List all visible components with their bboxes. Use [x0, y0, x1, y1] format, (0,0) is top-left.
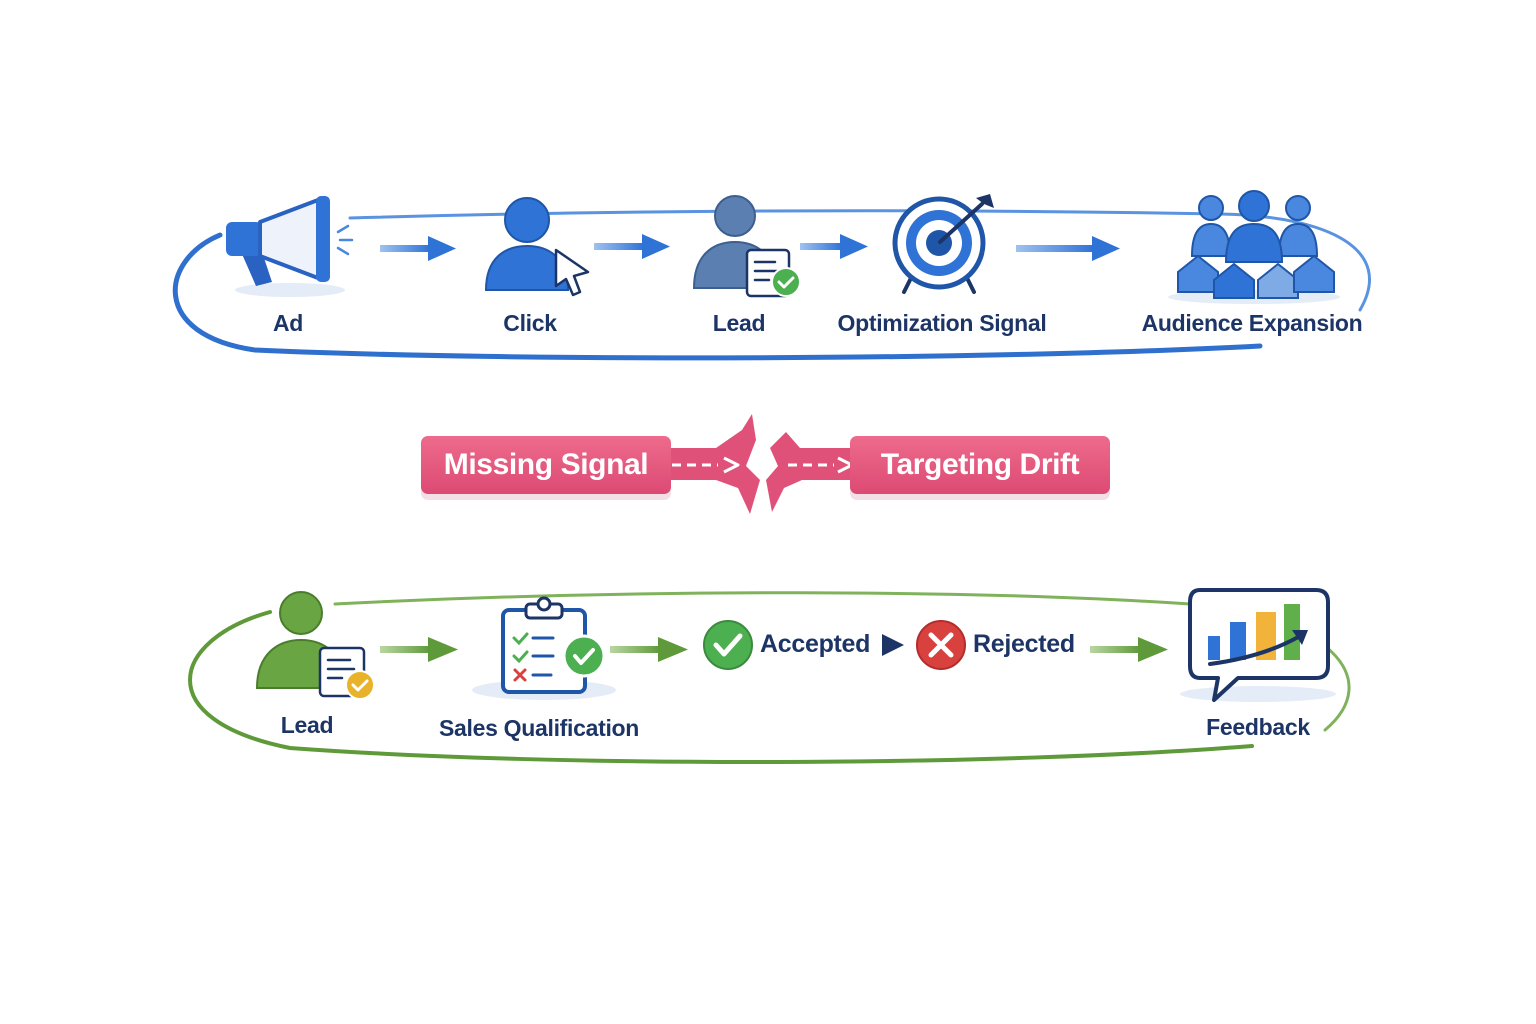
audience-group-icon: [1168, 190, 1340, 304]
step-label-lead-bottom: Lead: [280, 712, 334, 738]
user-document-check-icon: [692, 195, 801, 298]
arrow-lead-to-qualification: [380, 637, 458, 662]
broken-link-left: [668, 414, 760, 514]
arrow-rejected-to-feedback: [1090, 637, 1168, 662]
arrow-click-to-lead: [594, 234, 670, 259]
missing-signal-badge: Missing Signal: [421, 436, 671, 494]
step-label-audience-expansion: Audience Expansion: [1141, 310, 1363, 336]
step-label-accepted: Accepted: [760, 630, 871, 658]
megaphone-icon: [226, 196, 354, 297]
user-document-check-icon: [255, 591, 375, 700]
top-loop-outline: [172, 232, 1263, 361]
step-label-sales-qualification: Sales Qualification: [438, 715, 640, 741]
step-label-optimization-signal: Optimization Signal: [837, 310, 1047, 336]
bottom-loop-outline-back: [333, 591, 1351, 732]
target-arrow-icon: [892, 194, 994, 294]
arrow-qualification-to-accepted: [610, 637, 688, 662]
step-label-lead: Lead: [712, 310, 766, 336]
check-circle-icon: [703, 620, 753, 670]
step-label-click: Click: [503, 310, 557, 336]
play-triangle-icon: [882, 634, 904, 656]
arrow-lead-to-optimization: [800, 234, 868, 259]
chart-speech-bubble-icon: [1180, 588, 1336, 702]
step-label-ad: Ad: [272, 310, 304, 336]
x-circle-icon: [916, 620, 966, 670]
user-cursor-icon: [484, 197, 590, 297]
broken-link-right: [766, 432, 854, 512]
clipboard-checklist-icon: [472, 596, 616, 700]
step-label-rejected: Rejected: [973, 630, 1075, 658]
top-loop-outline-back: [348, 209, 1371, 312]
arrow-optimization-to-audience: [1016, 236, 1120, 261]
step-label-feedback: Feedback: [1206, 714, 1310, 740]
bottom-loop-outline: [188, 610, 1254, 765]
targeting-drift-badge: Targeting Drift: [850, 436, 1110, 494]
arrow-ad-to-click: [380, 236, 456, 261]
